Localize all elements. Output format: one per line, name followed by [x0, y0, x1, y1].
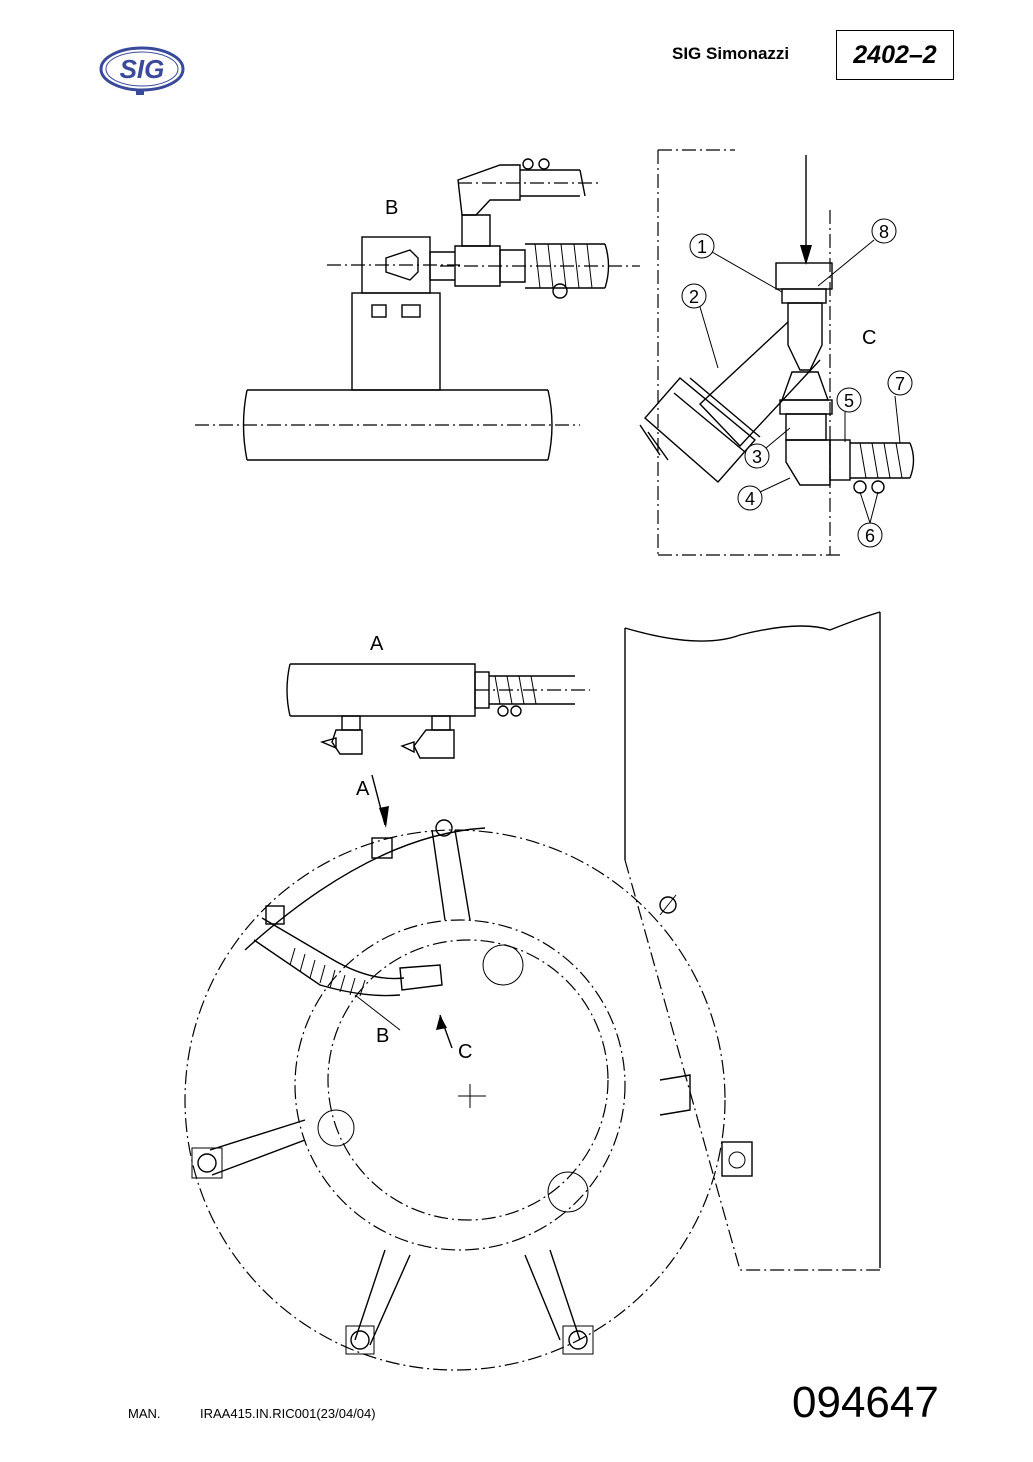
document-id-box: 2402–2: [836, 30, 954, 80]
svg-text:2: 2: [689, 287, 699, 307]
sig-logo: SIG: [99, 46, 185, 95]
label-c-arrow: C: [458, 1041, 472, 1063]
svg-text:8: 8: [879, 222, 889, 242]
callout-2: 2: [681, 283, 707, 309]
callout-4: 4: [737, 485, 763, 511]
label-a-top: A: [370, 633, 384, 655]
document-id: 2402–2: [853, 40, 937, 69]
callout-7: 7: [887, 370, 913, 396]
svg-text:4: 4: [745, 489, 755, 509]
svg-text:1: 1: [697, 237, 707, 257]
callout-3: 3: [744, 443, 770, 469]
main-assembly: A B C: [184, 611, 881, 1371]
svg-text:6: 6: [865, 526, 875, 546]
label-b-top: B: [385, 197, 398, 219]
detail-b: B: [195, 158, 640, 461]
callout-5: 5: [836, 387, 862, 413]
detail-c: C 1 2 3 4: [639, 149, 915, 556]
footer-reference: IRAA415.IN.RIC001(23/04/04): [200, 1406, 376, 1421]
callout-6: 6: [857, 522, 883, 548]
brand-name: SIG Simonazzi: [672, 44, 790, 63]
callout-1: 1: [689, 233, 715, 259]
logo-text: SIG: [120, 54, 165, 84]
label-c-top: C: [862, 327, 876, 349]
svg-text:3: 3: [752, 447, 762, 467]
label-a-arrow: A: [356, 778, 370, 800]
detail-a: A: [286, 633, 590, 759]
label-b-arrow: B: [376, 1025, 389, 1047]
callout-8: 8: [871, 218, 897, 244]
svg-text:5: 5: [844, 391, 854, 411]
svg-text:7: 7: [895, 374, 905, 394]
footer-manual-label: MAN.: [128, 1406, 161, 1421]
drawing-number: 094647: [792, 1378, 939, 1427]
